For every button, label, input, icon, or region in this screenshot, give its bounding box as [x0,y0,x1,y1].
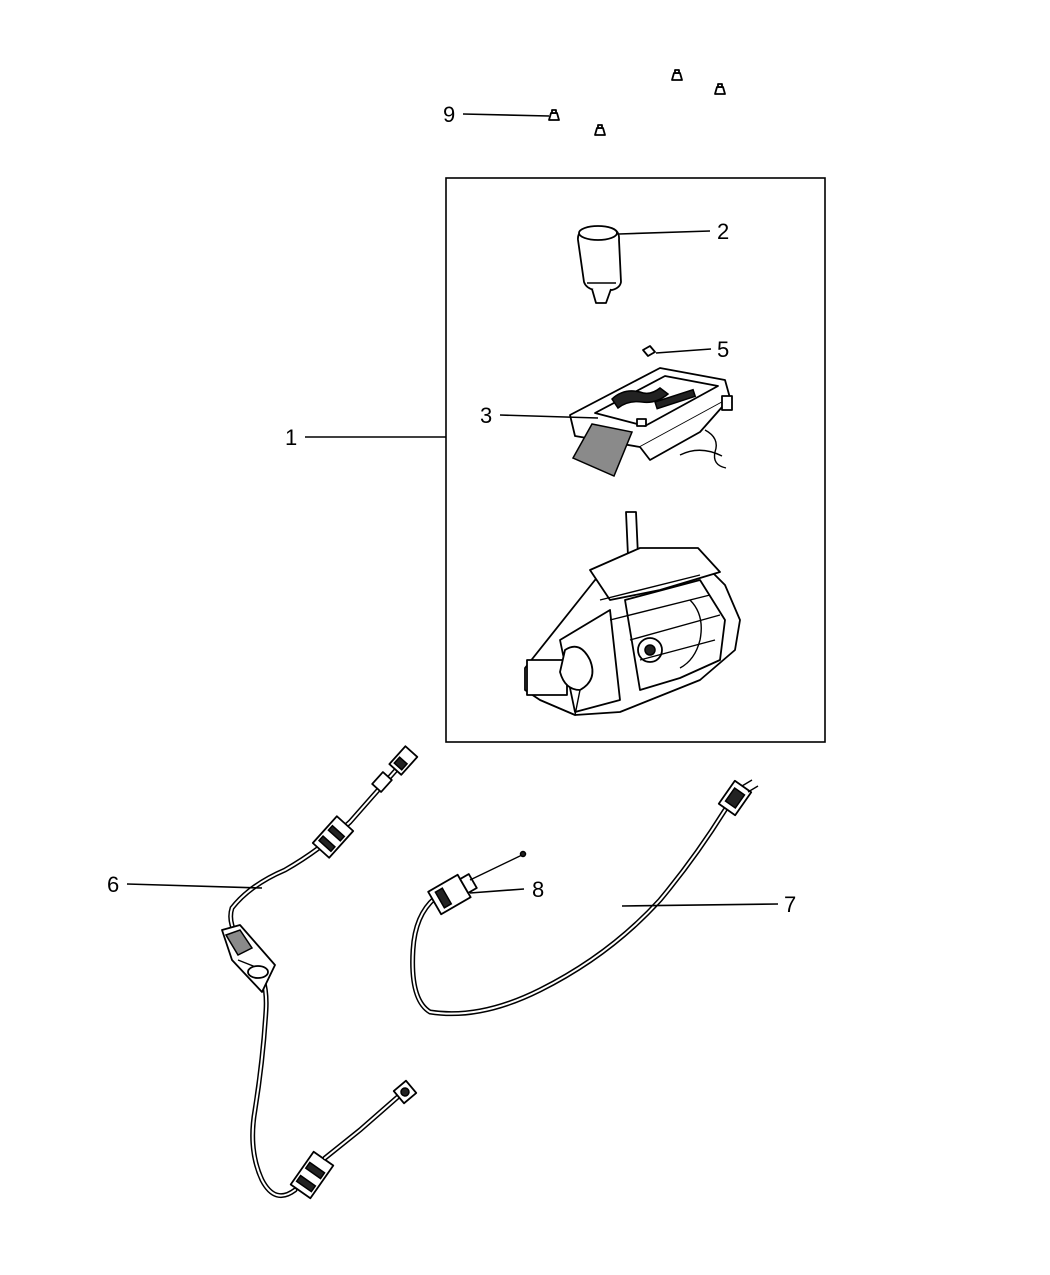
leader-6 [126,883,263,889]
leader-9 [462,113,550,117]
callout-9: 9 [443,102,455,127]
callout-7: 7 [784,892,796,917]
connector [427,873,478,916]
interlock-cable [410,779,759,1017]
leader-2 [618,230,711,235]
leader-8 [469,888,525,894]
callout-6: 6 [107,872,119,897]
leader-7 [621,903,779,907]
clip-nut [548,109,560,121]
shifter-housing [524,511,741,716]
cable-bracket [221,924,276,993]
shift-bezel [569,367,733,477]
leader-3 [499,414,599,419]
callout-3: 3 [480,403,492,428]
leader-5 [655,348,712,354]
callout-2: 2 [717,219,729,244]
shift-knob [577,225,622,304]
clip-nut [714,83,726,95]
small-clip [642,345,656,357]
callout-1: 1 [285,425,297,450]
assembly-box [445,177,826,743]
callout-5: 5 [717,337,729,362]
callout-8: 8 [532,877,544,902]
clip-nut [594,124,606,136]
clip-nuts [548,69,726,136]
shifter-cable [221,745,419,1200]
clip-nut [671,69,683,81]
